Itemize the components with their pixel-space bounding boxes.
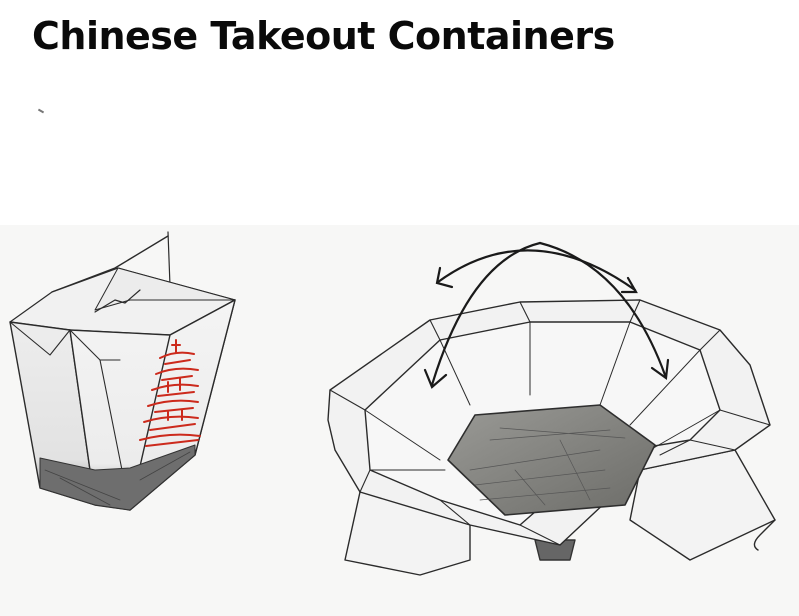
fold-arrows xyxy=(423,241,670,389)
unfolded-takeout-box xyxy=(327,299,776,576)
page-title: Chinese Takeout Containers xyxy=(32,14,615,58)
pagoda-decoration xyxy=(139,339,201,447)
sketch-svg xyxy=(9,231,776,576)
closed-takeout-box xyxy=(9,231,236,511)
sketch-illustration xyxy=(0,225,799,616)
fold-arrow-top xyxy=(436,249,637,292)
stray-pencil-mark xyxy=(37,108,45,114)
fold-arrow-right xyxy=(538,241,667,377)
fold-arrow-left xyxy=(430,241,542,387)
